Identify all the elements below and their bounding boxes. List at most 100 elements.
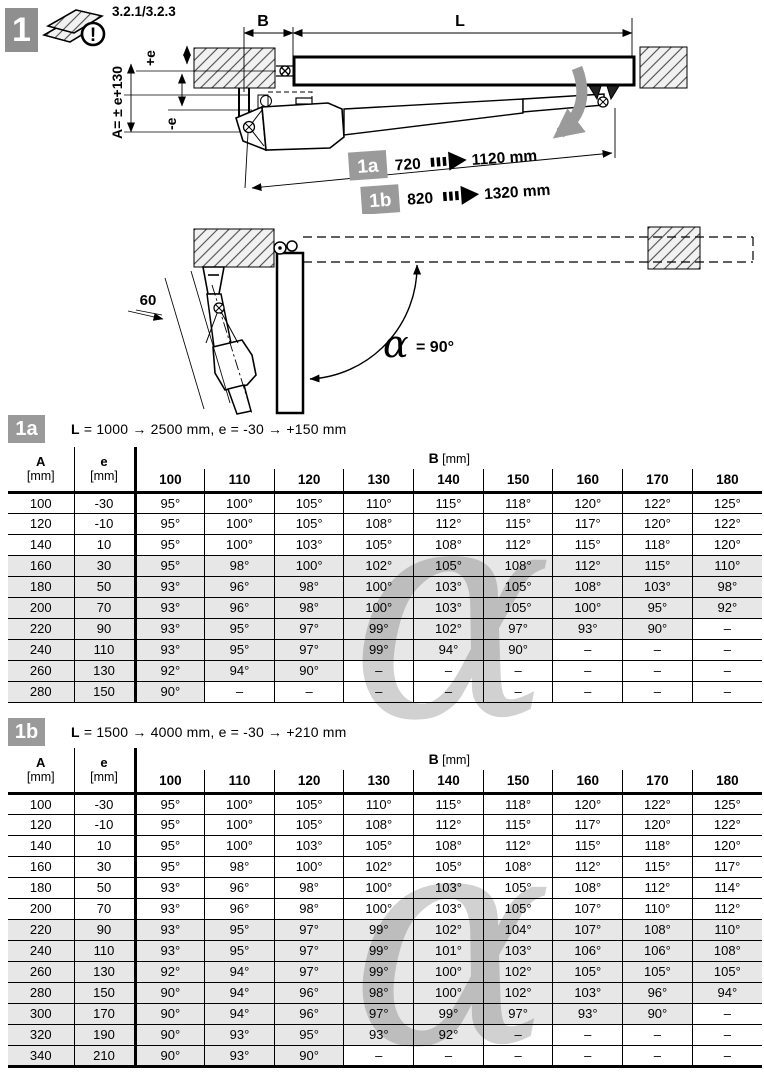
cell-angle: – (552, 639, 623, 661)
cell-a: 340 (8, 1045, 74, 1068)
gate-leaf-open (275, 251, 305, 415)
range-bold-l: L (71, 724, 80, 740)
cell-a: 120 (8, 814, 74, 836)
cell-e: -30 (73, 492, 135, 514)
cell-angle: 100° (343, 877, 414, 899)
cell-a: 180 (8, 877, 74, 899)
b-label: B (428, 450, 439, 466)
cell-angle: 93° (133, 618, 205, 640)
dim-l-label: L (455, 13, 465, 30)
cell-angle: 95° (133, 856, 205, 878)
cell-angle: 103° (413, 576, 484, 598)
cell-a: 320 (8, 1024, 74, 1046)
stroke-1b-badge: 1b (369, 190, 393, 212)
cell-angle: – (204, 681, 275, 703)
cell-angle: 98° (204, 856, 275, 878)
warning-circle-icon (80, 21, 106, 47)
cell-angle: 108° (552, 576, 623, 598)
cell-a: 260 (8, 660, 74, 682)
cell-angle: 112° (691, 898, 762, 920)
cell-angle: – (482, 1024, 553, 1046)
cell-angle: 103° (413, 597, 484, 619)
cell-a: 220 (8, 919, 74, 941)
cell-angle: 94° (204, 982, 275, 1004)
stroke-row-1a: 1a 720 1120 mm (347, 147, 538, 181)
cell-angle: 117° (691, 856, 762, 878)
cell-angle: 90° (133, 1024, 205, 1046)
cell-angle: 105° (343, 835, 414, 857)
cell-angle: 112° (552, 555, 623, 577)
cell-angle: – (482, 660, 553, 682)
cell-angle: 100° (343, 898, 414, 920)
cell-e: 50 (73, 576, 135, 598)
cell-angle: 102° (343, 555, 414, 577)
cell-angle: 90° (482, 639, 553, 661)
segmented-arrow-icon (442, 185, 480, 205)
cell-angle: 115° (552, 534, 623, 556)
cell-angle: – (691, 1024, 762, 1046)
cell-angle: 95° (273, 1024, 344, 1046)
cell-angle: 112° (482, 835, 553, 857)
b-value-header: 100 (133, 469, 205, 494)
cell-angle: 105° (622, 961, 693, 983)
cell-a: 180 (8, 576, 74, 598)
b-value-header: 140 (413, 770, 484, 795)
b-value-header: 120 (273, 469, 344, 494)
col-e-unit: [mm] (90, 769, 118, 784)
cell-a: 200 (8, 898, 74, 920)
b-value-header: 110 (204, 770, 275, 795)
cell-angle: 102° (482, 982, 553, 1004)
section-1b-badge: 1b (8, 718, 45, 746)
cell-angle: 95° (204, 919, 275, 941)
cell-angle: 105° (413, 555, 484, 577)
cell-angle: 106° (622, 940, 693, 962)
cell-angle: 120° (691, 534, 762, 556)
cell-e: 90 (73, 618, 135, 640)
cell-angle: – (343, 1045, 414, 1068)
col-header-b: B [mm] (133, 447, 762, 469)
cell-e: 70 (73, 898, 135, 920)
cell-angle: 108° (413, 835, 484, 857)
cell-angle: – (691, 1003, 762, 1025)
col-header-a: A[mm] (8, 447, 74, 494)
cell-e: 150 (73, 681, 135, 703)
cell-angle: 93° (133, 898, 205, 920)
wall-left (193, 228, 275, 268)
cell-a: 200 (8, 597, 74, 619)
cell-angle: – (691, 1045, 762, 1068)
cell-angle: 112° (622, 877, 693, 899)
b-value-header: 120 (273, 770, 344, 795)
cell-angle: 105° (413, 856, 484, 878)
col-header-a: A[mm] (8, 748, 74, 795)
cell-angle: 120° (691, 835, 762, 857)
cell-a: 100 (8, 793, 74, 815)
cell-angle: 100° (413, 961, 484, 983)
cell-e: 30 (73, 555, 135, 577)
cell-angle: 112° (413, 814, 484, 836)
cell-angle: 105° (343, 534, 414, 556)
cell-a: 240 (8, 940, 74, 962)
cell-angle: 101° (413, 940, 484, 962)
cell-angle: 95° (622, 597, 693, 619)
stroke-row-1b: 1b 820 1320 mm (360, 182, 551, 214)
cell-e: 110 (73, 639, 135, 661)
cell-angle: – (413, 1045, 484, 1068)
b-value-header: 160 (552, 770, 623, 795)
cell-a: 160 (8, 856, 74, 878)
cell-angle: 114° (691, 877, 762, 899)
cell-angle: 99° (343, 919, 414, 941)
cell-angle: – (343, 681, 414, 703)
